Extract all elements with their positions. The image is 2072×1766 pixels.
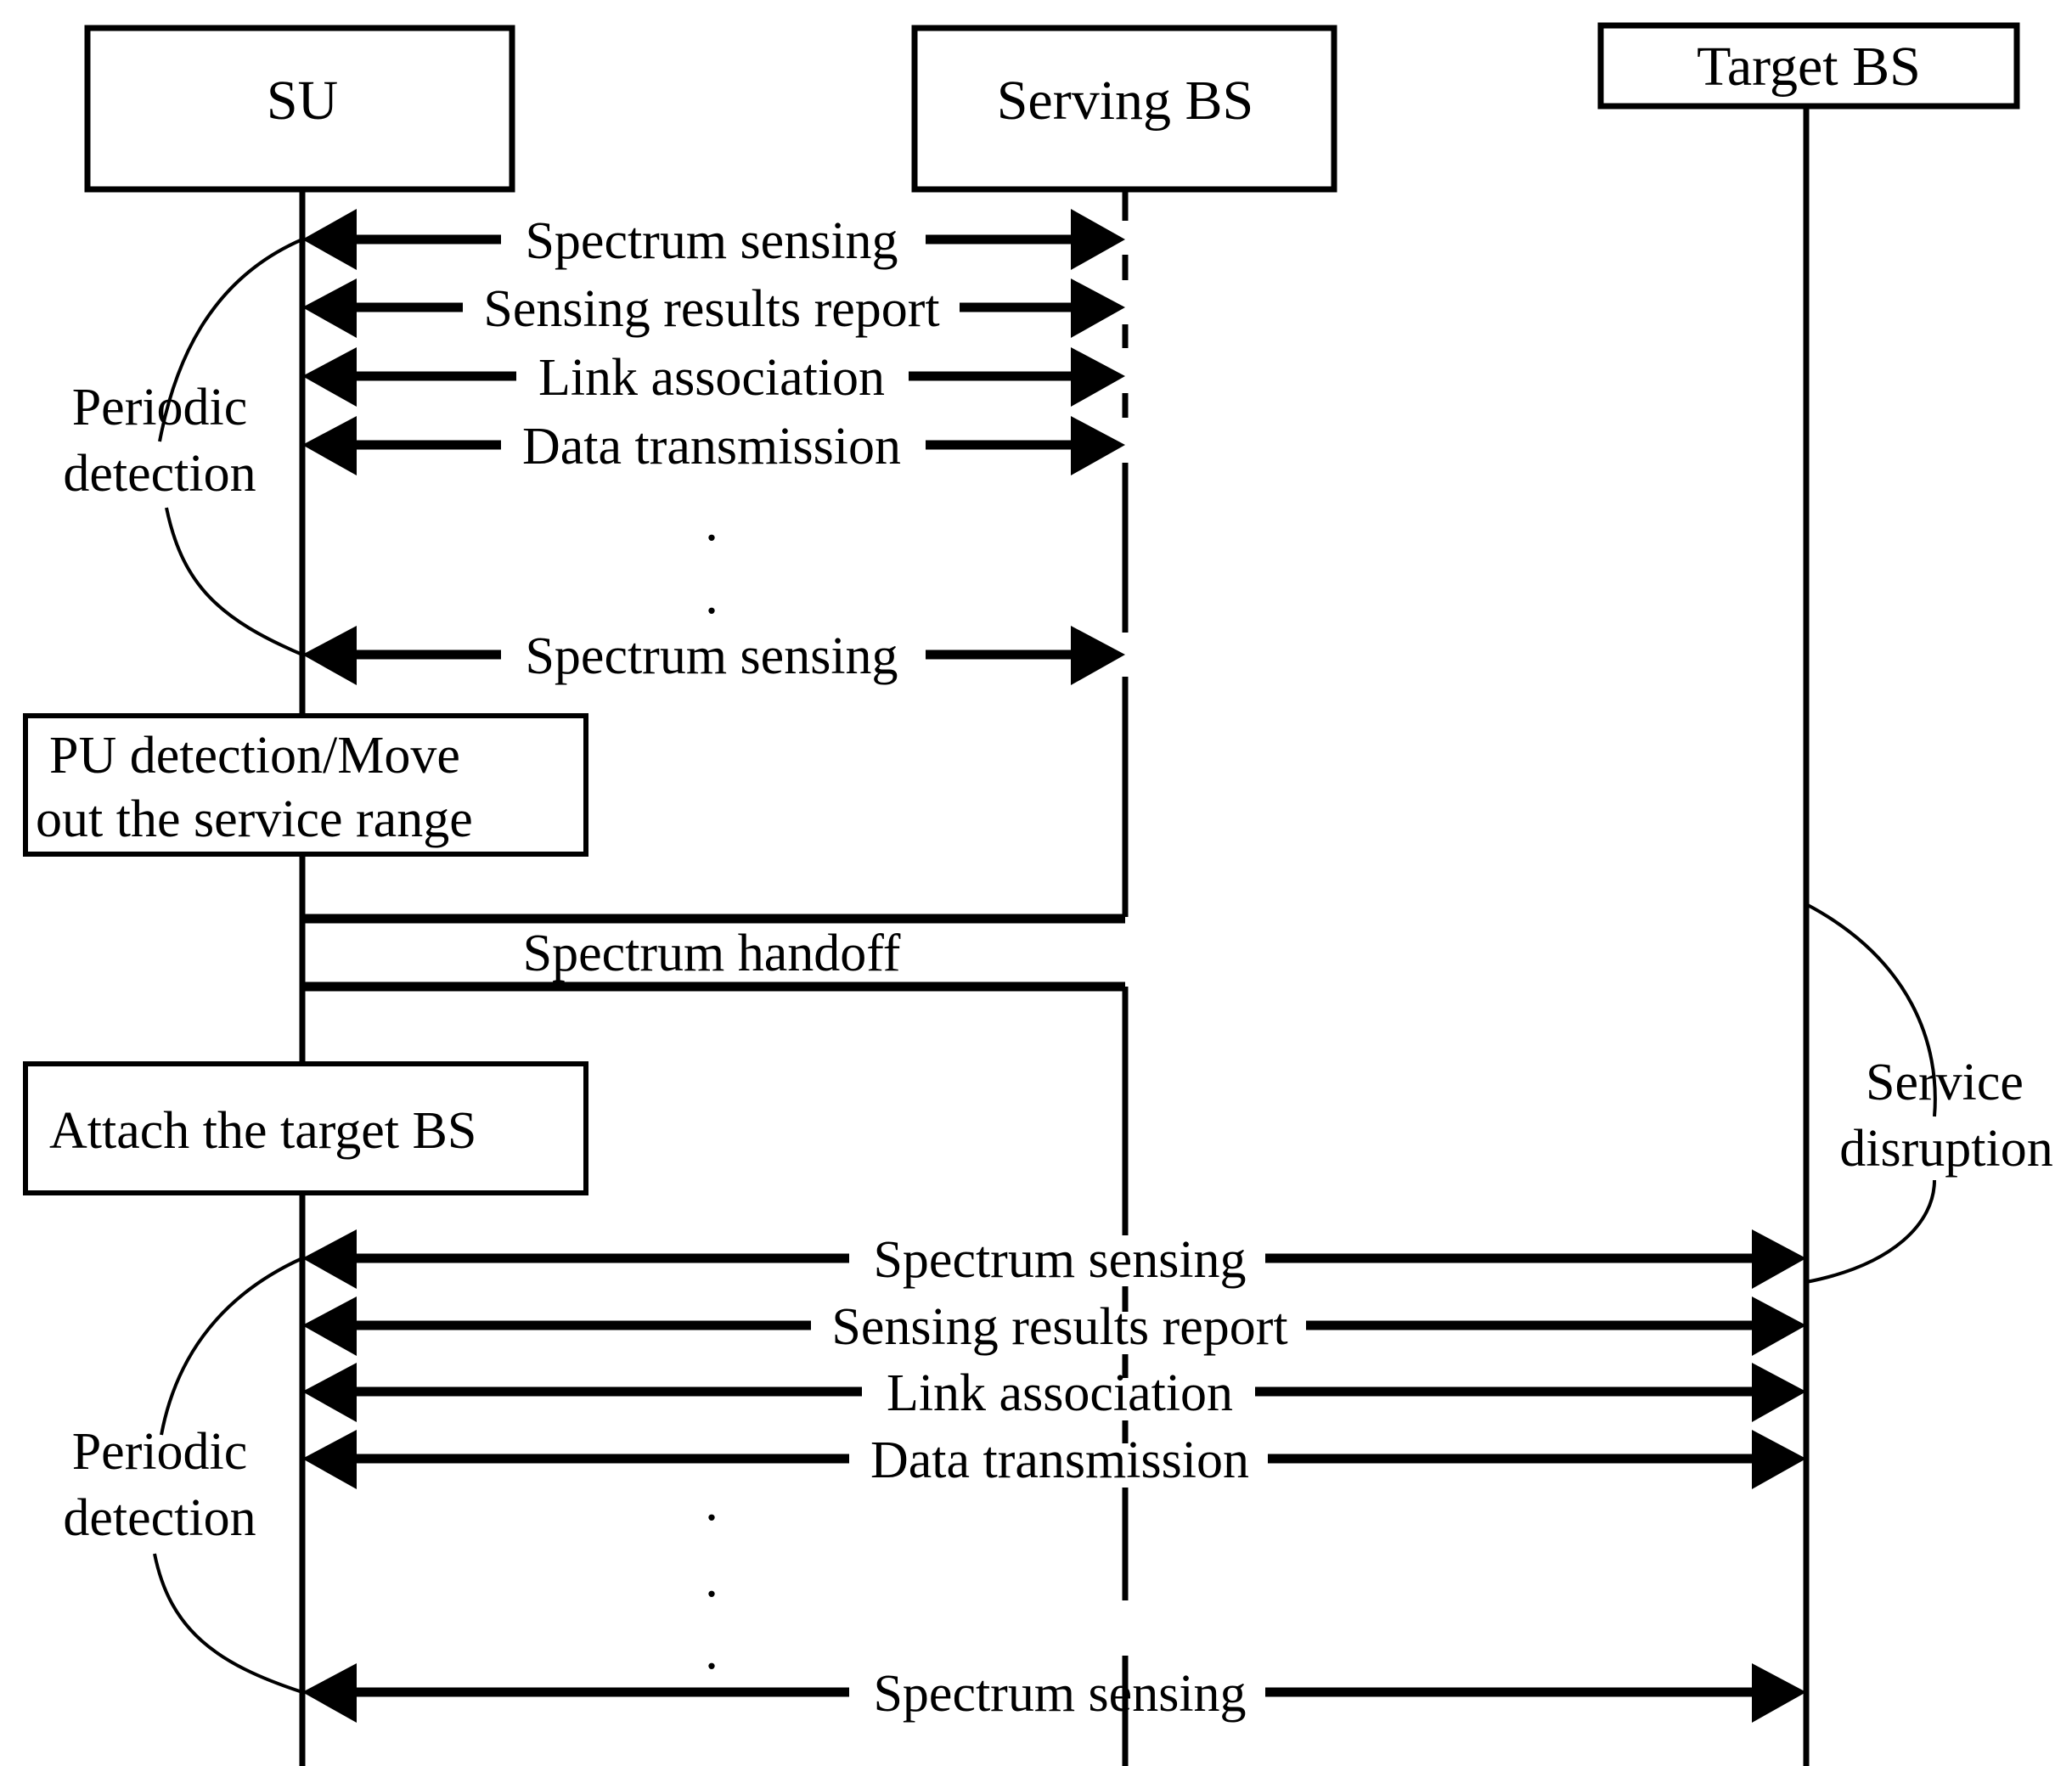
brace-curve-service-disruption-upper xyxy=(1805,903,1937,1117)
arrowhead-left-b1 xyxy=(302,1229,357,1289)
message-label-b2: Sensing results report xyxy=(831,1298,1287,1356)
message-row-b3[interactable]: Link association xyxy=(302,1363,1806,1422)
actor-box-target-bs[interactable] xyxy=(1597,22,2020,110)
brace-label-service-disruption-line2: disruption xyxy=(1839,1120,2052,1178)
brace-curve-service-disruption-lower xyxy=(1805,1179,1936,1284)
message-label-m2: Sensing results report xyxy=(483,280,939,338)
arrowhead-right-m2 xyxy=(1071,278,1125,338)
arrowhead-right-m1 xyxy=(1071,209,1125,270)
ellipsis-dot-top-1: . xyxy=(705,494,718,552)
spectrum-handoff-band[interactable]: Spectrum handoff xyxy=(302,914,1125,992)
ellipsis-dot-top-2: . xyxy=(705,567,718,625)
note-label-attach-target-bs: Attach the target BS xyxy=(49,1102,476,1160)
arrowhead-right-m3 xyxy=(1071,347,1125,407)
brace-curve-periodic-detection-top-lower xyxy=(165,507,303,656)
note-box-pu-detection[interactable] xyxy=(23,713,588,857)
note-box-attach-target-bs[interactable] xyxy=(23,1061,588,1195)
arrowhead-right-b4 xyxy=(1752,1430,1806,1489)
message-row-b4[interactable]: Data transmission xyxy=(302,1430,1806,1489)
message-label-b1: Spectrum sensing xyxy=(873,1231,1246,1289)
handoff-label: Spectrum handoff xyxy=(523,925,901,982)
actor-label-serving-bs: Serving BS xyxy=(997,70,1254,132)
arrowhead-right-b2 xyxy=(1752,1296,1806,1356)
message-row-b2[interactable]: Sensing results report xyxy=(302,1296,1806,1356)
message-row-b5[interactable]: Spectrum sensing xyxy=(302,1663,1806,1723)
message-row-m3[interactable]: Link association xyxy=(302,347,1125,407)
brace-curve-periodic-detection-bottom-lower xyxy=(153,1553,303,1694)
brace-label-periodic-detection-top-line1: Periodic xyxy=(72,379,248,436)
message-row-m4[interactable]: Data transmission xyxy=(302,416,1125,475)
message-label-m1: Spectrum sensing xyxy=(525,212,898,270)
arrowhead-right-m4 xyxy=(1071,416,1125,475)
brace-curve-periodic-detection-bottom-upper xyxy=(160,1257,303,1436)
note-label-pu-detection-line1: PU detection/Move xyxy=(49,727,460,785)
message-label-m3: Link association xyxy=(538,349,885,407)
actor-label-su: SU xyxy=(267,70,338,132)
message-label-m5: Spectrum sensing xyxy=(525,627,898,685)
ellipsis-dot-bottom-2: . xyxy=(705,1550,718,1608)
message-label-b5: Spectrum sensing xyxy=(873,1665,1246,1723)
arrowhead-left-b3 xyxy=(302,1363,357,1422)
arrowhead-left-m2 xyxy=(302,278,357,338)
arrowhead-left-m4 xyxy=(302,416,357,475)
brace-label-periodic-detection-top-line2: detection xyxy=(63,445,256,503)
actor-box-su[interactable] xyxy=(84,25,515,193)
ellipsis-dot-bottom-3: . xyxy=(705,1623,718,1680)
arrowhead-left-m5 xyxy=(302,626,357,685)
arrowhead-right-b3 xyxy=(1752,1363,1806,1422)
arrowhead-left-m3 xyxy=(302,347,357,407)
message-label-b3: Link association xyxy=(887,1364,1233,1422)
brace-label-service-disruption-line1: Service xyxy=(1866,1054,2024,1111)
message-label-m4: Data transmission xyxy=(522,418,901,475)
brace-curve-periodic-detection-top-upper xyxy=(158,238,303,442)
brace-label-periodic-detection-bottom-line2: detection xyxy=(63,1489,256,1547)
message-label-b4: Data transmission xyxy=(870,1431,1249,1489)
arrowhead-right-b1 xyxy=(1752,1229,1806,1289)
message-row-b1[interactable]: Spectrum sensing xyxy=(302,1229,1806,1289)
message-row-m1[interactable]: Spectrum sensing xyxy=(302,209,1125,270)
brace-label-periodic-detection-bottom-line1: Periodic xyxy=(72,1423,248,1481)
arrowhead-right-m5 xyxy=(1071,626,1125,685)
arrowhead-left-m1 xyxy=(302,209,357,270)
arrowhead-left-b4 xyxy=(302,1430,357,1489)
arrowhead-left-b5 xyxy=(302,1663,357,1723)
actor-box-serving-bs[interactable] xyxy=(911,25,1337,193)
actor-label-target-bs: Target BS xyxy=(1697,36,1921,98)
message-row-m5[interactable]: Spectrum sensing xyxy=(302,626,1125,685)
arrowhead-left-b2 xyxy=(302,1296,357,1356)
message-row-m2[interactable]: Sensing results report xyxy=(302,278,1125,338)
note-label-pu-detection-line2: out the service range xyxy=(36,790,473,848)
ellipsis-dot-bottom-1: . xyxy=(705,1474,718,1532)
arrowhead-right-b5 xyxy=(1752,1663,1806,1723)
